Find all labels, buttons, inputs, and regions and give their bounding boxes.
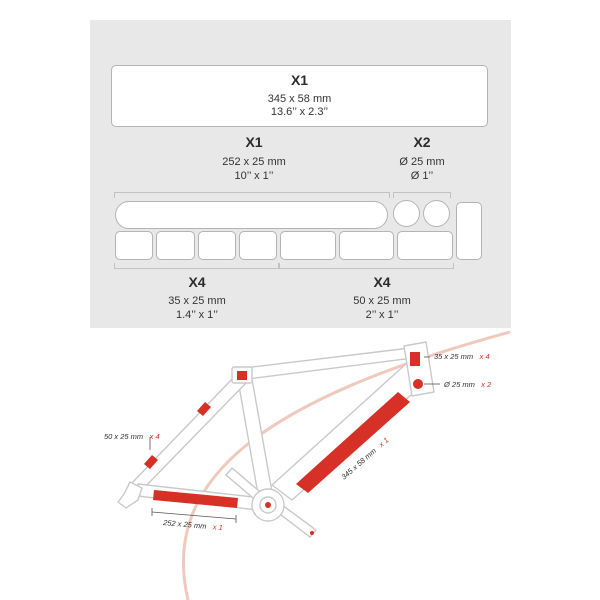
small-sticker-imperial: 1.4’’ x 1’’: [176, 309, 218, 321]
crank-pedal-bolt-icon: [310, 531, 314, 535]
small-sticker-metric: 35 x 25 mm: [168, 295, 226, 307]
small-sticker-quantity: X4: [188, 274, 206, 290]
sticker-sheet-panel: X1 345 x 58 mm 13.6’’ x 2.3’’ X1 252 x 2…: [90, 20, 511, 328]
head-label: 35 x 25 mm x 4: [434, 346, 490, 363]
round-label: Ø 25 mm x 2: [443, 374, 492, 391]
crank-bolt-icon: [265, 502, 271, 508]
seat-collar-sticker: [237, 371, 247, 380]
sticker-252x25: [115, 201, 388, 229]
downtube-sticker: [296, 392, 410, 493]
top-tube: [235, 347, 414, 381]
sticker-50x25: [339, 231, 394, 260]
big-sticker-metric: 345 x 58 mm: [267, 93, 332, 105]
sticker-35x25: [115, 231, 153, 260]
medium-sticker-metric: 50 x 25 mm: [353, 295, 411, 307]
big-sticker-quantity: X1: [290, 72, 309, 88]
medium-sticker-quantity: X4: [373, 274, 391, 290]
big-sticker-imperial: 13.6’’ x 2.3’’: [270, 106, 329, 118]
long-sticker-quantity: X1: [245, 134, 263, 150]
seatstay-label: 50 x 25 mm x 4: [104, 426, 160, 443]
sticker-50x25: [280, 231, 336, 260]
round-sticker-imperial: Ø 1’’: [410, 170, 434, 182]
sticker-345x58: [111, 65, 488, 127]
headtube-sticker: [410, 352, 420, 366]
medium-sticker-imperial: 2’’ x 1’’: [365, 309, 399, 321]
sticker-round-1: [393, 200, 420, 227]
medium-sticker-bracket: [279, 263, 454, 269]
chainstay-sticker: [153, 490, 238, 508]
long-sticker-imperial: 10’’ x 1’’: [234, 170, 274, 182]
chainstay-dim-line: [151, 511, 237, 520]
sticker-35x25: [239, 231, 277, 260]
sticker-35x25: [156, 231, 195, 260]
down-tube: [271, 361, 429, 501]
round-sticker: [413, 379, 423, 389]
rear-dropout: [117, 481, 143, 509]
sticker-50x25: [397, 231, 453, 260]
round-sticker-bracket: [393, 192, 451, 198]
chainstay-label: 252 x 25 mm x 1: [162, 512, 224, 534]
round-sticker-metric: Ø 25 mm: [399, 156, 445, 168]
round-sticker-quantity: X2: [413, 134, 431, 150]
long-sticker-bracket: [114, 192, 390, 198]
seatstay-sticker-lower: [144, 455, 158, 469]
sticker-spare: [456, 202, 482, 260]
sticker-round-2: [423, 200, 450, 227]
long-sticker-metric: 252 x 25 mm: [222, 156, 286, 168]
seatstay-sticker-upper: [197, 402, 211, 416]
sticker-35x25: [198, 231, 236, 260]
small-sticker-bracket: [114, 263, 279, 269]
